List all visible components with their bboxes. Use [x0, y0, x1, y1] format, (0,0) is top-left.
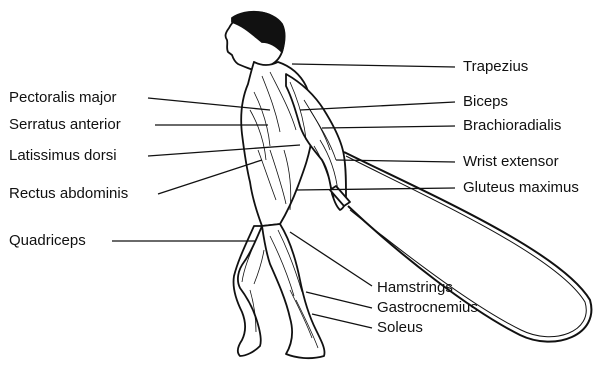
leader-soleus — [312, 314, 372, 328]
label-trapezius: Trapezius — [463, 59, 528, 75]
human-figure — [226, 12, 350, 358]
label-serratus-anterior: Serratus anterior — [9, 117, 121, 133]
label-soleus: Soleus — [377, 320, 423, 336]
label-wrist-extensor: Wrist extensor — [463, 154, 559, 170]
leader-gluteus-maximus — [296, 188, 455, 190]
leader-gastrocnemius — [306, 292, 372, 308]
label-latissimus-dorsi: Latissimus dorsi — [9, 148, 117, 164]
label-quadriceps: Quadriceps — [9, 233, 86, 249]
label-pectoralis-major: Pectoralis major — [9, 90, 117, 106]
label-brachioradialis: Brachioradialis — [463, 118, 561, 134]
leader-biceps — [300, 102, 455, 110]
leader-hamstrings — [290, 232, 372, 286]
back-leg — [262, 224, 325, 358]
label-gastrocnemius: Gastrocnemius — [377, 300, 478, 316]
leader-rectus-abdominis — [158, 160, 262, 194]
front-leg — [233, 226, 262, 356]
leader-brachioradialis — [322, 126, 455, 128]
label-biceps: Biceps — [463, 94, 508, 110]
label-rectus-abdominis: Rectus abdominis — [9, 186, 128, 202]
label-hamstrings: Hamstrings — [377, 280, 453, 296]
leader-trapezius — [292, 64, 455, 67]
leader-wrist-extensor — [336, 160, 455, 162]
label-gluteus-maximus: Gluteus maximus — [463, 180, 579, 196]
